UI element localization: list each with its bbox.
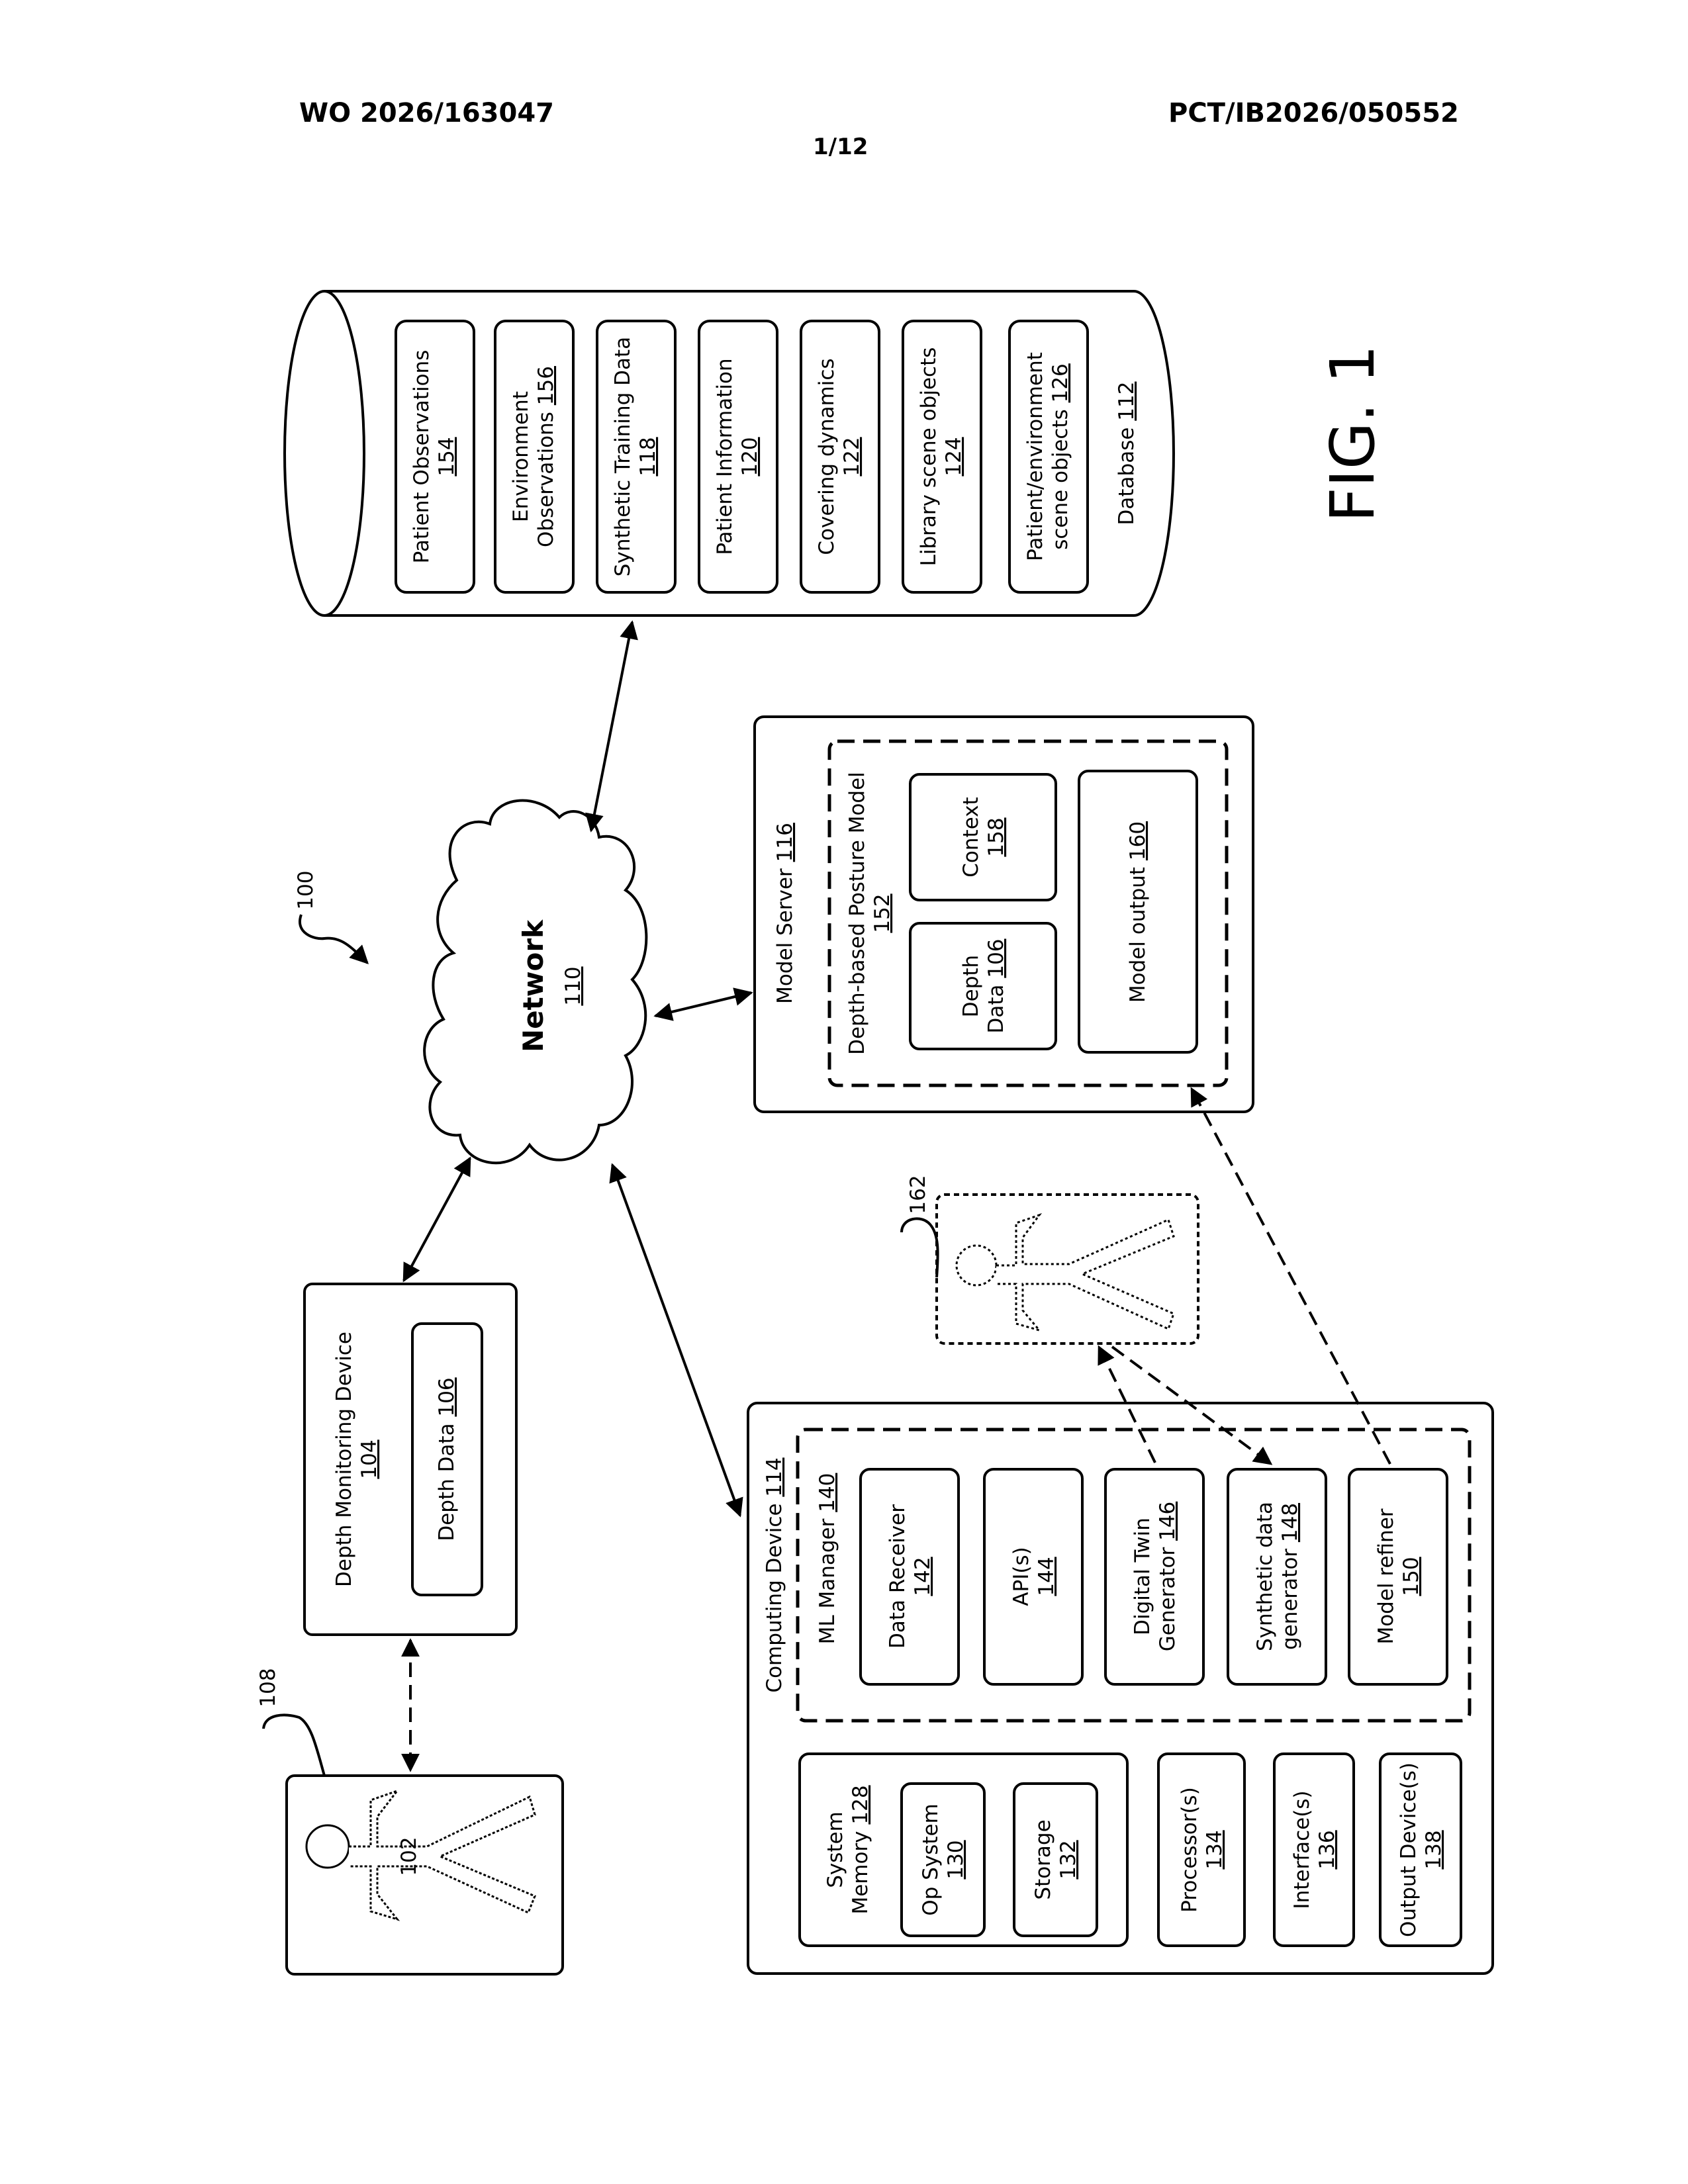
ml-manager-label: ML Manager 140	[816, 1473, 839, 1645]
dmd-ref: 104	[357, 1439, 381, 1479]
interfaces-136	[1274, 1754, 1354, 1946]
storage-label: Storage	[1031, 1819, 1055, 1899]
context-label: Context	[959, 797, 983, 877]
network-cloud-110: Network 110	[424, 801, 646, 1163]
db-item-label: Synthetic Training Data	[611, 337, 635, 576]
processors-134	[1158, 1754, 1244, 1946]
db-item-ref: 124	[942, 437, 966, 476]
patient-ref: 102	[397, 1837, 421, 1876]
model-refiner-150	[1349, 1469, 1447, 1684]
processors-ref: 134	[1203, 1830, 1227, 1869]
system-ref-label: 100	[294, 870, 318, 909]
model-output-label: Model output 160	[1126, 821, 1150, 1003]
data-receiver-ref: 142	[911, 1557, 935, 1596]
db-item-label: Patient Information	[713, 358, 737, 555]
computing-device-114: Computing Device 114 ML Manager 140 Data…	[748, 1403, 1493, 1974]
output-devices-label: Output Device(s)	[1397, 1762, 1421, 1937]
interfaces-label: Interface(s)	[1290, 1790, 1314, 1909]
db-item-label: Observations 156	[534, 366, 558, 547]
db-item-label: Library scene objects	[917, 347, 941, 567]
system-memory-label: Memory 128	[849, 1785, 872, 1914]
sdg-label: generator 148	[1278, 1503, 1302, 1650]
model-server-116: Model Server 116 Depth-based Posture Mod…	[755, 717, 1253, 1112]
posture-model-label: Depth-based Posture Model	[845, 772, 869, 1055]
depth-data-label: Data 106	[984, 938, 1008, 1033]
network-label: Network	[517, 919, 549, 1052]
db-item-ref: 122	[840, 437, 864, 476]
digital-twin-ref: 162	[906, 1175, 930, 1214]
model-refiner-label: Model refiner	[1374, 1508, 1398, 1644]
depth-monitoring-device-104: Depth Monitoring Device 104 Depth Data 1…	[305, 1284, 516, 1635]
db-item-ref: 120	[738, 437, 762, 476]
figure-caption: FIG. 1	[1317, 345, 1388, 522]
db-item-label: Covering dynamics	[815, 358, 839, 555]
network-ref: 110	[561, 966, 585, 1005]
digital-twin-leader	[902, 1218, 938, 1277]
output-devices-ref: 138	[1422, 1830, 1446, 1869]
db-item-label: Patient Observations	[410, 350, 434, 564]
system-ref-100: 100	[294, 870, 367, 963]
dtg-label: Digital Twin	[1131, 1518, 1154, 1635]
storage-132	[1014, 1784, 1097, 1936]
apis-label: API(s)	[1009, 1547, 1033, 1606]
network-depth-device-arrow	[404, 1158, 470, 1281]
network-model-server-arrow	[655, 993, 751, 1016]
context-158	[910, 774, 1056, 900]
computing-device-label: Computing Device 114	[763, 1457, 786, 1692]
depth-data-106-server	[910, 923, 1056, 1049]
depth-data-label: Depth	[959, 955, 983, 1017]
system-memory-label: System	[823, 1811, 847, 1888]
db-item-label: Patient/environment	[1023, 352, 1047, 561]
apis-ref: 144	[1035, 1557, 1058, 1596]
storage-ref: 132	[1056, 1840, 1080, 1879]
posture-model-ref: 152	[870, 893, 894, 933]
system-ref-leader	[300, 915, 367, 963]
processors-label: Processor(s)	[1178, 1787, 1201, 1913]
op-system-label: Op System	[919, 1803, 943, 1916]
patient-area-leader	[263, 1715, 324, 1776]
network-computing-device-arrow	[612, 1165, 740, 1516]
dmd-depth-data-label: Depth Data 106	[435, 1377, 459, 1541]
op-system-ref: 130	[944, 1840, 968, 1879]
sdg-label: Synthetic data	[1253, 1502, 1277, 1651]
synthetic-data-generator-148	[1228, 1469, 1326, 1684]
dmd-label: Depth Monitoring Device	[332, 1332, 356, 1587]
apis-144	[984, 1469, 1082, 1684]
db-item-label: Environment	[509, 391, 533, 522]
patient-area-ref: 108	[256, 1668, 280, 1707]
digital-twin-generator-146	[1105, 1469, 1203, 1684]
model-server-label: Model Server 116	[773, 823, 797, 1004]
database-112: Database 112 Patient Observations 154 En…	[285, 291, 1174, 615]
db-item-label: scene objects 126	[1049, 363, 1072, 550]
data-receiver-label: Data Receiver	[886, 1504, 910, 1649]
database-label: Database 112	[1115, 382, 1139, 525]
dtg-label: Generator 146	[1156, 1502, 1180, 1651]
db-item-ref: 118	[636, 437, 660, 476]
data-receiver-142	[861, 1469, 959, 1684]
db-item-ref: 154	[435, 437, 459, 476]
op-system-130	[902, 1784, 984, 1936]
network-database-arrow	[591, 622, 632, 831]
context-ref: 158	[984, 817, 1008, 856]
model-refiner-ref: 150	[1399, 1557, 1423, 1596]
digital-twin-162: 162	[902, 1175, 1198, 1343]
output-devices-138	[1380, 1754, 1461, 1946]
interfaces-ref: 136	[1315, 1830, 1339, 1869]
